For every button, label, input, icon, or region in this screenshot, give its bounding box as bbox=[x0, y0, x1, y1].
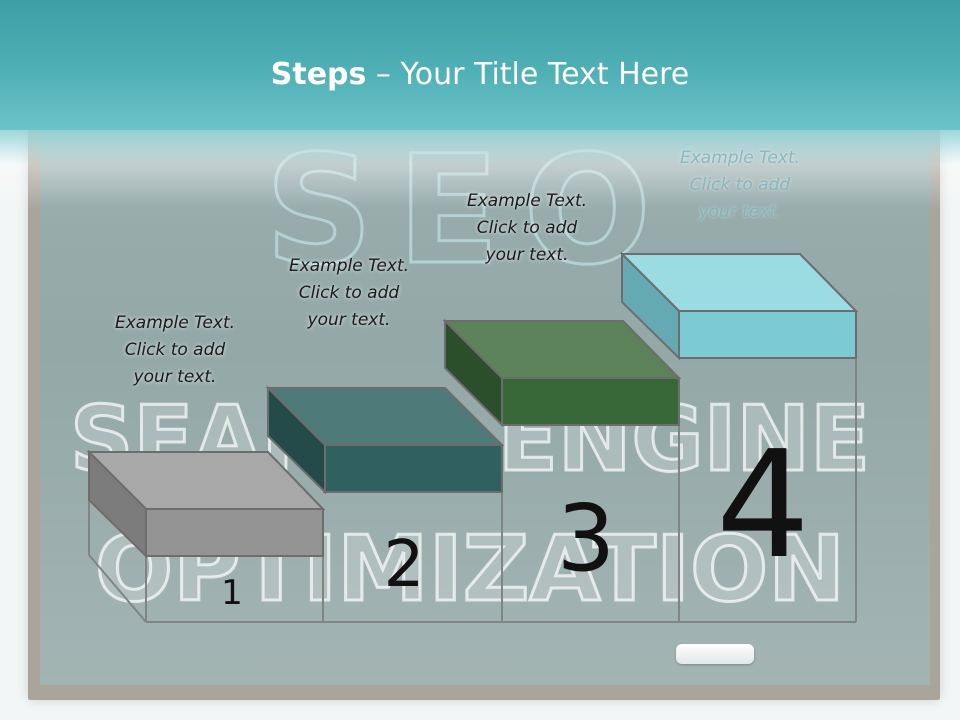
title-bold: Steps bbox=[270, 57, 367, 92]
step-4-text-line-3: your text. bbox=[698, 202, 782, 222]
step-4-text-line-2: Click to add bbox=[689, 175, 791, 195]
step-2-text-line-2: Click to add bbox=[298, 283, 400, 303]
step-2-block[interactable] bbox=[265, 385, 505, 495]
header-band bbox=[0, 0, 960, 130]
step-4-text[interactable]: Example Text. Click to add your text. bbox=[655, 145, 825, 226]
step-1-text-line-3: your text. bbox=[133, 367, 217, 387]
step-2-front bbox=[324, 444, 503, 493]
step-1-block[interactable] bbox=[86, 449, 326, 559]
step-2-number: 2 bbox=[384, 528, 425, 602]
step-1-front bbox=[145, 508, 324, 557]
step-4-number: 4 bbox=[716, 419, 810, 591]
step-1-text-line-2: Click to add bbox=[124, 340, 226, 360]
step-2-text[interactable]: Example Text. Click to add your text. bbox=[264, 253, 434, 334]
title-rest: – Your Title Text Here bbox=[366, 57, 690, 92]
step-3-block[interactable] bbox=[442, 318, 682, 428]
step-3-text-line-3: your text. bbox=[485, 245, 569, 265]
step-1-text[interactable]: Example Text. Click to add your text. bbox=[90, 310, 260, 391]
step-1-number: 1 bbox=[221, 573, 243, 613]
step-3-text-line-2: Click to add bbox=[476, 218, 578, 238]
step-2-text-line-1: Example Text. bbox=[288, 256, 410, 276]
header-fade bbox=[0, 125, 960, 165]
step-4-front bbox=[678, 310, 857, 359]
step-1-text-line-1: Example Text. bbox=[114, 313, 236, 333]
step-3-front bbox=[501, 377, 680, 426]
step-3-text-line-1: Example Text. bbox=[466, 191, 588, 211]
chalk-stick bbox=[676, 644, 754, 664]
step-3-text[interactable]: Example Text. Click to add your text. bbox=[442, 188, 612, 269]
slide-title[interactable]: Steps – Your Title Text Here bbox=[0, 56, 960, 94]
step-4-block[interactable] bbox=[619, 251, 859, 361]
step-4-text-line-1: Example Text. bbox=[679, 148, 801, 168]
step-3-number: 3 bbox=[557, 485, 616, 592]
step-2-text-line-3: your text. bbox=[307, 310, 391, 330]
